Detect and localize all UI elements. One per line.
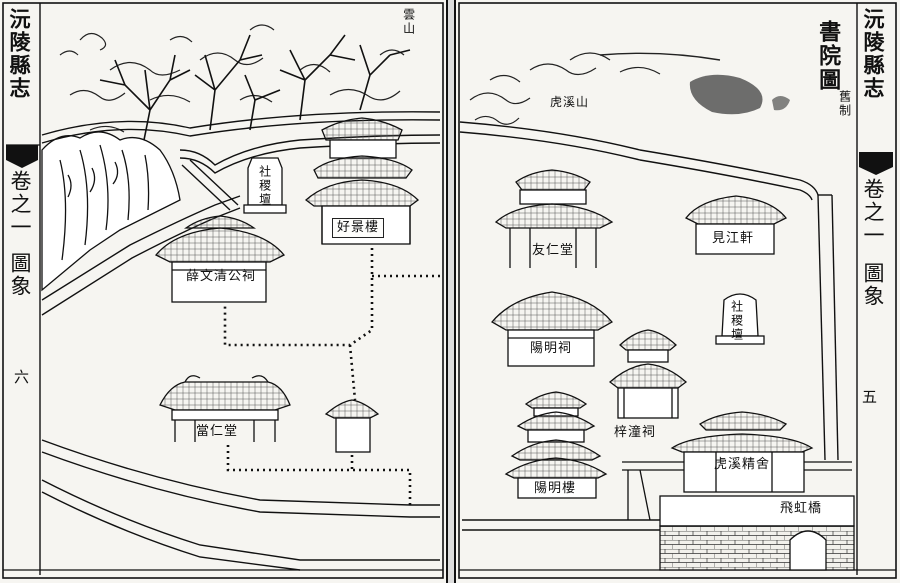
zitong-tower [608,329,688,419]
ink-smudge [689,74,763,115]
right-page-number: 五 [862,388,879,406]
left-page-number: 六 [14,368,31,386]
yangming-shrine [491,291,613,367]
cloud-swirls-right [469,52,661,125]
label-xuewengongci: 薛文清公祠 [186,269,257,284]
label-yangminglou: 陽明樓 [534,481,577,496]
yangming-tower [504,391,608,499]
left-section-label: 圖象 [8,252,33,298]
left-fishtail [6,145,38,168]
right-section-label: 圖象 [861,262,886,308]
label-yangmingci: 陽明祠 [530,341,573,356]
map-subtitle: 舊制 [837,90,852,118]
trees-left [99,34,411,161]
lower-wall-left [41,439,440,571]
label-yourentang: 友仁堂 [532,243,575,258]
huxi-academy-gate [622,411,852,521]
right-fishtail [859,152,893,175]
label-jianjiangxuan: 見江軒 [712,231,755,246]
label-dangrentang: 當仁堂 [196,424,239,439]
right-volume-label: 卷之一 [861,178,886,247]
left-gazetteer-title: 沅陵縣志 [7,8,33,100]
sheying-altar-tablet [715,293,765,345]
small-gate-pavilion [324,399,380,453]
label-haojinglou: 好景樓 [332,218,385,238]
sheji-altar-tablet [243,157,287,214]
label-huxishan: 虎溪山 [550,95,590,109]
label-huxijingshe: 虎溪精舍 [714,457,771,472]
label-shejitan-left: 社稷壇 [257,165,272,207]
map-title: 書院圖 [815,20,842,92]
xue-wenqing-shrine [154,215,286,303]
left-volume-label: 卷之一 [8,170,33,239]
label-feihongqiao: 飛虹橋 [780,501,823,516]
youren-hall [494,169,614,268]
cliffs-left [41,131,181,292]
book-gutter [446,0,456,583]
jianjiang-pavilion [684,195,788,255]
right-side-wall [817,194,839,461]
dotted-paths-left [223,248,440,505]
label-zitongci: 梓潼祠 [614,425,657,440]
dangren-hall [159,375,291,442]
upper-wall-right [459,121,819,201]
right-gazetteer-title: 沅陵縣志 [861,8,887,100]
feihong-bridge [659,495,855,571]
cloud-swirls-left [59,24,405,133]
label-sheyingtan-right: 社稷壇 [729,300,744,342]
label-yunshan: 雲山 [401,8,416,36]
lower-wall-right [462,519,660,531]
